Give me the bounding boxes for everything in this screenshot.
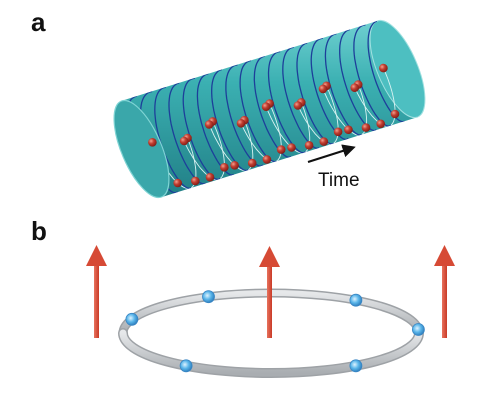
crystal-atom: [379, 63, 388, 73]
time-crystal-cylinder: [113, 20, 426, 199]
crystal-atom: [333, 127, 343, 137]
crystal-atom: [173, 178, 182, 188]
crystal-atom: [230, 161, 239, 170]
crystal-atom: [205, 172, 215, 182]
ring-ion: [125, 312, 139, 326]
ring-ion: [202, 290, 215, 304]
crystal-atom: [390, 109, 400, 119]
crystal-atom: [220, 163, 229, 172]
crystal-atom: [293, 101, 303, 110]
crystal-atom: [350, 83, 360, 92]
panel-label-a: a: [31, 7, 46, 37]
crystal-atom: [236, 119, 246, 128]
crystal-atom: [287, 143, 296, 152]
field-arrow-center-icon: [259, 246, 280, 338]
ring-ion: [349, 293, 363, 307]
ion-ring-diagram: [86, 245, 455, 378]
crystal-atom: [179, 136, 189, 146]
crystal-atom: [304, 141, 314, 150]
crystal-atom: [276, 145, 286, 154]
ring-ion: [179, 359, 193, 373]
crystal-atom: [262, 155, 272, 164]
time-axis-label: Time: [318, 170, 360, 191]
ring-ion: [349, 359, 363, 373]
panel-label-b: b: [31, 216, 47, 246]
crystal-atom: [261, 102, 271, 111]
ring-ion: [411, 323, 425, 336]
crystal-atom: [191, 176, 200, 186]
crystal-atom: [148, 138, 157, 147]
crystal-atom: [344, 125, 353, 134]
crystal-atom: [361, 123, 371, 132]
field-arrow-right-icon: [434, 245, 455, 338]
field-arrow-left-icon: [86, 245, 107, 338]
crystal-atom: [376, 119, 386, 129]
crystal-atom: [319, 137, 329, 146]
crystal-atom: [318, 84, 328, 94]
crystal-atom: [247, 158, 257, 168]
time-direction-arrow-icon: [307, 144, 356, 164]
crystal-atom: [204, 120, 214, 129]
